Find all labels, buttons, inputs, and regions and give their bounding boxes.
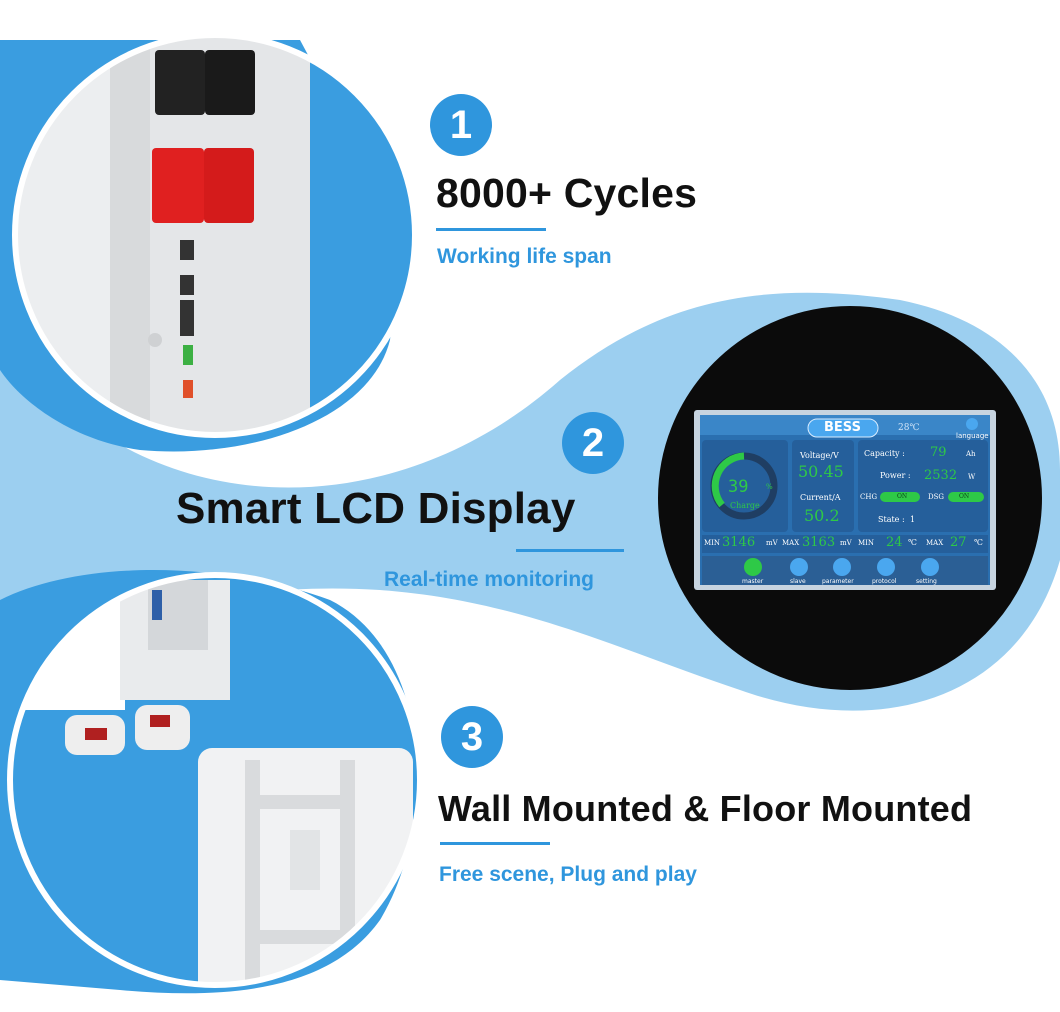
lcd-button-setting[interactable]: setting bbox=[916, 578, 937, 585]
lcd-min-label: MIN bbox=[704, 539, 721, 547]
lcd-state-label: State : bbox=[878, 515, 905, 524]
lcd-header: BESS bbox=[824, 420, 861, 435]
lcd-dsg-on: ON bbox=[959, 493, 970, 500]
lcd-capacity: 79 bbox=[930, 445, 947, 460]
feature-2-number-badge: 2 bbox=[562, 412, 624, 474]
lcd-button-protocol[interactable]: protocol bbox=[872, 578, 897, 585]
lcd-min-mv: 3146 bbox=[722, 535, 756, 550]
lcd-capacity-unit: Ah bbox=[966, 450, 976, 458]
lcd-voltage-label: Voltage/V bbox=[800, 451, 839, 460]
lcd-max-temp: 27 bbox=[950, 535, 967, 550]
lcd-power: 2532 bbox=[924, 468, 958, 483]
lcd-temp: 28℃ bbox=[898, 423, 920, 433]
lcd-button-parameter[interactable]: parameter bbox=[822, 578, 854, 585]
lcd-dsg-label: DSG bbox=[928, 493, 944, 501]
lcd-button-slave[interactable]: slave bbox=[790, 578, 806, 585]
lcd-power-unit: W bbox=[968, 473, 976, 481]
circle2-border bbox=[7, 572, 423, 988]
lcd-max-mv-unit: mV bbox=[840, 539, 852, 547]
feature-1-number-badge: 1 bbox=[430, 94, 492, 156]
lcd-power-label: Power : bbox=[880, 471, 911, 480]
lcd-max-mv: 3163 bbox=[802, 535, 836, 550]
lcd-voltage: 50.45 bbox=[798, 462, 844, 481]
circle1-border bbox=[12, 32, 418, 438]
lcd-capacity-label: Capacity : bbox=[864, 449, 905, 458]
feature-1-underline bbox=[436, 228, 546, 231]
lcd-min-temp: 24 bbox=[886, 535, 903, 550]
feature-1-subtitle: Working life span bbox=[437, 245, 612, 268]
lcd-state: 1 bbox=[910, 515, 916, 524]
lcd-percent: 39 bbox=[728, 477, 749, 497]
feature-3-subtitle: Free scene, Plug and play bbox=[439, 863, 697, 886]
lcd-button-master[interactable]: master bbox=[742, 578, 764, 585]
feature-2-underline bbox=[516, 549, 624, 552]
feature-3-number-badge: 3 bbox=[441, 706, 503, 768]
lcd-chg-label: CHG bbox=[860, 493, 878, 501]
feature-1-title: 8000+ Cycles bbox=[436, 170, 698, 216]
lcd-min-temp-label: MIN bbox=[858, 539, 875, 547]
lcd-max-temp-unit: ℃ bbox=[974, 538, 983, 547]
lcd-charge: Charge bbox=[730, 501, 760, 510]
lcd-min-temp-unit: ℃ bbox=[908, 538, 917, 547]
feature-2-subtitle: Real-time monitoring bbox=[384, 568, 595, 591]
feature-2-title: Smart LCD Display bbox=[176, 484, 576, 533]
feature-3-title: Wall Mounted & Floor Mounted bbox=[438, 788, 973, 829]
battery-ports-photo bbox=[15, 35, 415, 435]
lcd-current: 50.2 bbox=[804, 506, 840, 525]
feature-3-underline bbox=[440, 842, 550, 845]
lcd-min-mv-unit: mV bbox=[766, 539, 778, 547]
lcd-current-label: Current/A bbox=[800, 493, 841, 502]
lcd-screen: BESS 28℃ language 39 % Charge Voltage/V … bbox=[700, 415, 990, 585]
lcd-max-label: MAX bbox=[782, 539, 800, 547]
lcd-percent-unit: % bbox=[766, 483, 773, 491]
lcd-chg-on: ON bbox=[897, 493, 908, 500]
lcd-max-temp-label: MAX bbox=[926, 539, 944, 547]
lcd-language: language bbox=[956, 432, 989, 440]
